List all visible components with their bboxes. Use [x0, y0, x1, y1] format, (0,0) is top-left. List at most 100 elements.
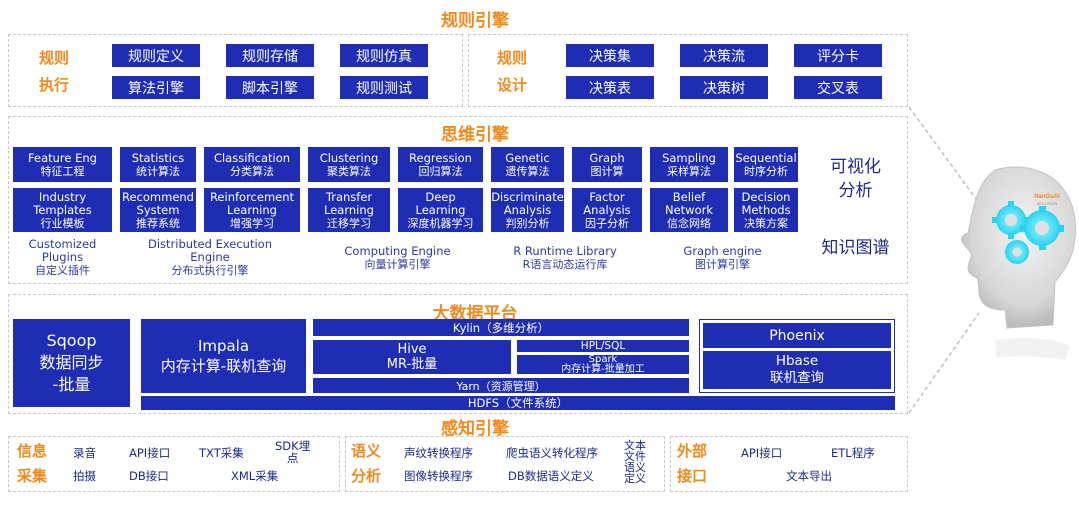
tile-cn-label: 分类算法: [230, 164, 274, 178]
tile-en-label: Decision: [741, 189, 791, 204]
tile-cn-label: 行业模板: [40, 216, 85, 230]
impala-block[interactable]: Impala 内存计算-联机查询: [141, 319, 306, 393]
decision-table-button[interactable]: 决策表: [566, 76, 654, 99]
tile-cn-label: 统计算法: [136, 164, 180, 178]
tile-cn-label: 决策方案: [744, 216, 788, 230]
external-api-item: API接口: [741, 446, 783, 460]
recording-item: 录音: [73, 446, 96, 460]
brain-logo-subtext: SOLUTION: [1037, 201, 1058, 206]
hive-block[interactable]: Hive MR-批量: [313, 340, 511, 374]
semantic-analysis-label: 语义 分析: [351, 442, 382, 485]
sqoop-sub-label: 数据同步: [39, 353, 104, 372]
tile-cn-label: 采样算法: [667, 164, 711, 178]
txt-collection-item: TXT采集: [199, 446, 244, 460]
brain-head-image: NanGuAI SOLUTION: [960, 166, 1076, 360]
kylin-block[interactable]: Kylin（多维分析）: [313, 319, 689, 336]
cross-table-button[interactable]: 交叉表: [794, 76, 882, 99]
tile-en-label: Sequential: [735, 150, 797, 165]
hbase-block[interactable]: Hbase 联机查询: [703, 351, 891, 389]
tile-en-label: Feature Eng: [28, 150, 97, 165]
tile-cn-label: 迁移学习: [327, 216, 371, 230]
api-interface-item: API接口: [129, 446, 171, 460]
tile-en-label: Clustering: [319, 150, 379, 165]
tile-en-label: Recommend: [122, 189, 194, 204]
image-converter-item: 图像转换程序: [404, 469, 473, 483]
photo-item: 拍摄: [73, 469, 96, 483]
spark-sub-label: 内存计算-批量加工: [561, 363, 645, 374]
perception-title: 感知引擎: [441, 419, 509, 439]
spark-block[interactable]: Spark 内存计算-批量加工: [517, 355, 689, 374]
hbase-group: [699, 319, 895, 393]
etl-program-item: ETL程序: [831, 446, 875, 460]
tile-cn-label: 图计算: [590, 164, 624, 178]
tile-en-label: Genetic: [505, 150, 550, 165]
crawler-semantic-item: 爬虫语义转化程序: [506, 446, 598, 460]
rule-design-label: 规则 设计: [497, 49, 528, 94]
tile-en-label: Regression: [409, 150, 472, 165]
sdk-tracking-item: SDK埋 点: [275, 439, 311, 465]
info-collection-label: 信息 采集: [17, 442, 48, 485]
rule-test-button[interactable]: 规则测试: [340, 76, 428, 99]
voiceprint-converter-item: 声纹转换程序: [404, 446, 473, 460]
tile-en-label: System: [136, 202, 180, 217]
thinking-engine-panel: [8, 116, 908, 284]
rule-execution-label: 规则 执行: [39, 49, 70, 94]
tile-cn-label: 推荐系统: [136, 216, 180, 230]
external-interface-label: 外部 接口: [677, 442, 708, 485]
rule-simulation-button[interactable]: 规则仿真: [340, 44, 428, 67]
tile-cn-label: 判别分析: [505, 216, 550, 230]
rule-storage-button[interactable]: 规则存储: [226, 44, 314, 67]
sqoop-label: Sqoop: [46, 331, 97, 350]
tile-en-label: Analysis: [503, 202, 552, 217]
visual-analysis-label: 可视化 分析: [830, 157, 881, 201]
semantic-analysis-panel: 语义 分析 声纹转换程序 爬虫语义转化程序 图像转换程序 DB数据语义定义 文本…: [345, 436, 665, 492]
yarn-block[interactable]: Yarn（资源管理）: [313, 378, 689, 393]
rule-definition-button[interactable]: 规则定义: [112, 44, 200, 67]
hdfs-block[interactable]: HDFS（文件系统）: [141, 396, 895, 410]
tile-en-label: Learning: [415, 202, 466, 217]
gear-icon: [1005, 240, 1029, 264]
decision-tree-button[interactable]: 决策树: [680, 76, 768, 99]
rule-design-panel: 规则 设计 决策集 决策流 评分卡 决策表 决策树 交叉表: [468, 34, 908, 107]
info-collection-panel: 信息 采集 录音 API接口 TXT采集 拍摄 DB接口 XML采集 SDK埋 …: [8, 436, 340, 492]
phoenix-block[interactable]: Phoenix: [703, 323, 891, 348]
spark-label: Spark: [588, 355, 618, 365]
tile-cn-label: 回归算法: [418, 164, 463, 178]
text-export-item: 文本导出: [786, 469, 832, 483]
tile-cn-label: 聚类算法: [327, 164, 371, 178]
text-file-semantic-item: 文本 文件 语义 定义: [624, 439, 646, 485]
tile-en-label: Transfer: [325, 189, 373, 204]
tile-en-label: Classification: [213, 150, 291, 165]
scorecard-button[interactable]: 评分卡: [794, 44, 882, 67]
sqoop-sub-label: -批量: [52, 375, 91, 394]
hpl-sql-block[interactable]: HPL/SQL: [517, 340, 689, 352]
tile-en-label: Deep: [425, 189, 456, 204]
decision-set-button[interactable]: 决策集: [566, 44, 654, 67]
sqoop-block[interactable]: Sqoop 数据同步 -批量: [13, 319, 130, 407]
script-engine-button[interactable]: 脚本引擎: [226, 76, 314, 99]
algorithm-engine-button[interactable]: 算法引擎: [112, 76, 200, 99]
decision-flow-button[interactable]: 决策流: [680, 44, 768, 67]
